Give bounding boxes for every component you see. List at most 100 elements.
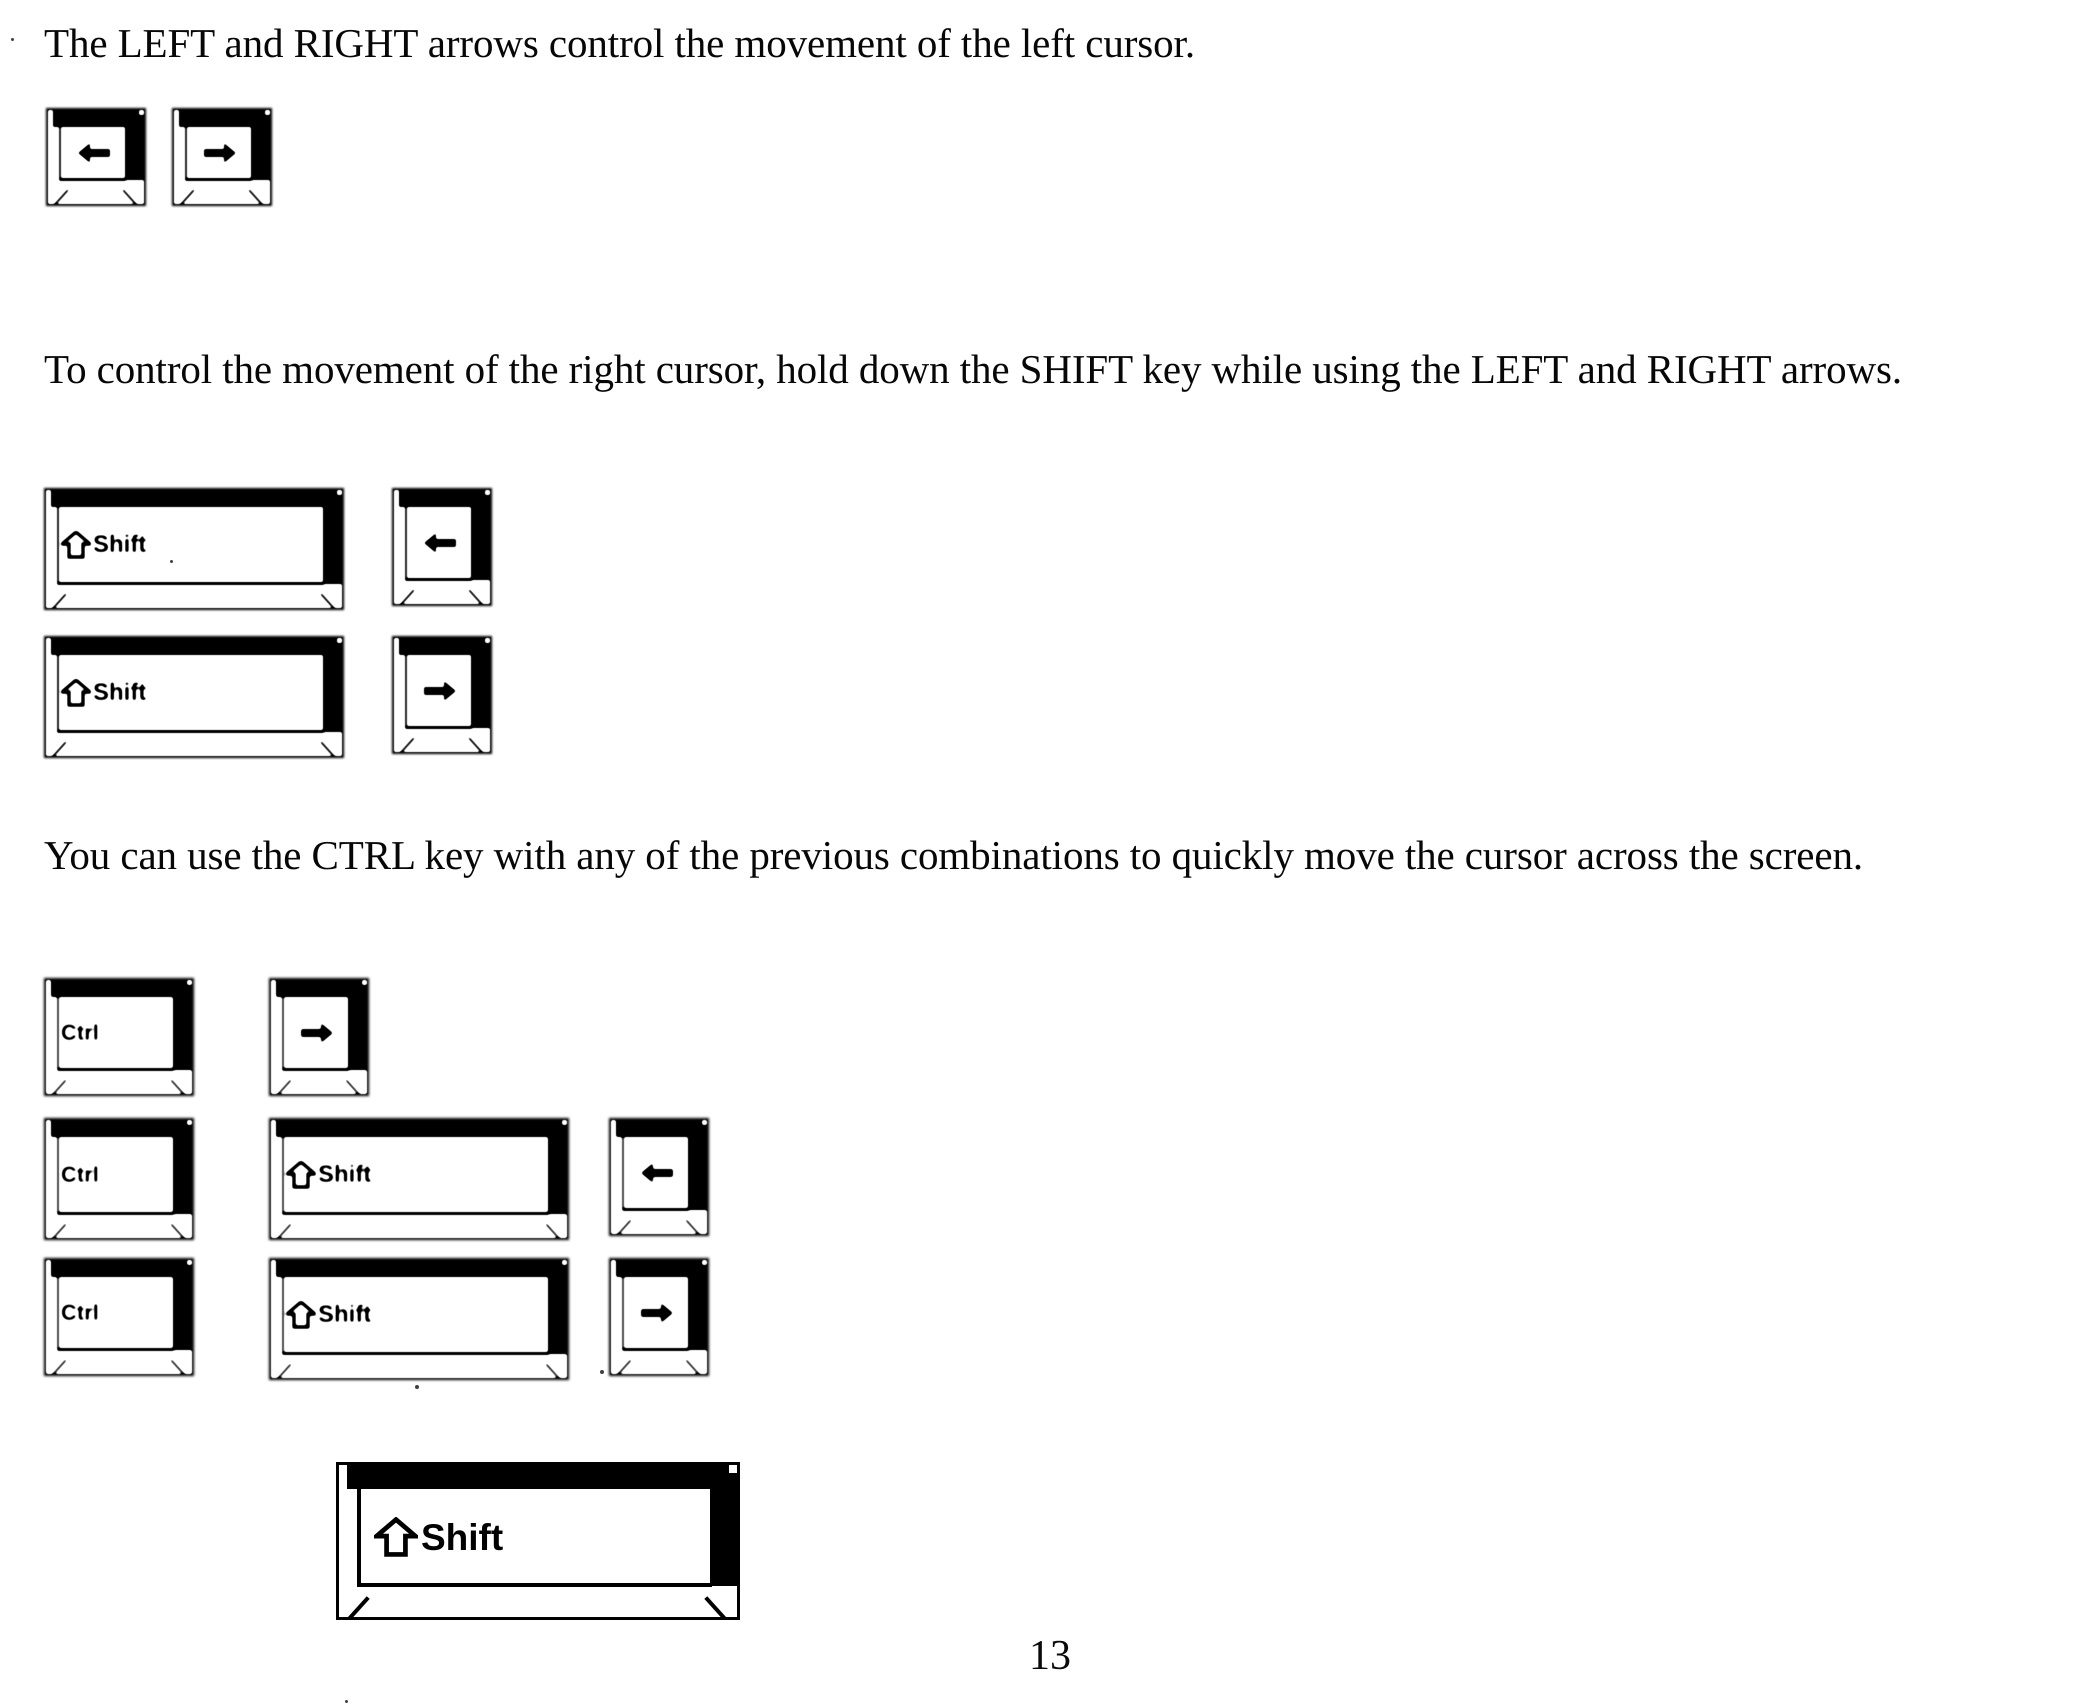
keycap-top-bevel (179, 110, 265, 127)
keycap-right-bevel (348, 985, 367, 1070)
keycap-body (269, 1118, 569, 1240)
keycap-bottom-edge (282, 1352, 549, 1355)
keycap-face: Ctrl (61, 1278, 172, 1348)
arrow-left-icon (423, 533, 456, 553)
keycap-body (44, 978, 194, 1096)
key-diagram-shift-arrows: Shift (44, 488, 564, 778)
keycap-right-bevel (125, 115, 144, 180)
key-shift: Shift (336, 1462, 740, 1620)
key-shift: Shift (44, 488, 344, 610)
keycap-body (44, 636, 344, 758)
keycap-left-edge (57, 1276, 59, 1349)
key-shift: Shift (44, 636, 344, 758)
key-shift-label: Shift (318, 1161, 372, 1188)
keycap-face (626, 1138, 687, 1208)
key-arrow-left (392, 488, 492, 606)
keycap-bottom-edge (57, 1348, 174, 1351)
key-shift-label: Shift (93, 679, 147, 706)
key-arrow-right (609, 1258, 709, 1376)
keycap-right-bevel (251, 115, 270, 180)
keycap-face: Ctrl (61, 998, 172, 1068)
keycap-top-bevel (276, 980, 362, 997)
keycap-top-bevel (276, 1120, 562, 1137)
keycap-top-bevel (51, 1260, 187, 1277)
keycap-bottom-edge (405, 578, 472, 581)
keycap-top-bevel (347, 1465, 729, 1489)
keycap-face (409, 656, 470, 726)
keycap-right-bevel (323, 495, 342, 584)
keycap-face (286, 998, 347, 1068)
key-diagram-ctrl-combos: Ctrl (44, 978, 784, 1398)
keycap-bottom-edge (282, 1068, 349, 1071)
key-diagram-arrows-basic (44, 108, 344, 208)
key-shift-label: Shift (318, 1301, 372, 1328)
page-number: 13 (1029, 1633, 1071, 1679)
paragraph-left-right-arrows: The LEFT and RIGHT arrows control the mo… (44, 20, 1195, 66)
keycap-left-edge (405, 654, 407, 727)
keycap-face: Shift (286, 1278, 547, 1352)
keycap-right-bevel (688, 1265, 707, 1350)
keycap-left-edge (57, 654, 59, 731)
key-arrow-left (46, 108, 146, 206)
keycap-face (189, 128, 250, 178)
paragraph-shift-arrows: To control the movement of the right cur… (44, 346, 1902, 392)
key-ctrl-label: Ctrl (61, 1020, 99, 1045)
keycap-right-bevel (173, 1265, 192, 1350)
scan-speck (600, 1370, 604, 1374)
keycap-top-bevel (276, 1260, 562, 1277)
shift-up-arrow-icon (61, 531, 91, 559)
keycap-left-edge (282, 1276, 284, 1353)
scan-speck (415, 1385, 419, 1389)
keycap-right-bevel (688, 1125, 707, 1210)
keycap-body (269, 1258, 569, 1380)
keycap-left-edge (622, 1276, 624, 1349)
key-ctrl: Ctrl (44, 978, 194, 1096)
keycap-bottom-edge (622, 1348, 689, 1351)
key-ctrl: Ctrl (44, 1258, 194, 1376)
keycap-face (63, 128, 124, 178)
key-arrow-right (269, 978, 369, 1096)
keycap-bottom-edge (57, 730, 324, 733)
key-arrow-left (609, 1118, 709, 1236)
key-ctrl-label: Ctrl (61, 1162, 99, 1187)
keycap-face (409, 508, 470, 578)
key-shift-label: Shift (93, 531, 147, 558)
keycap-bottom-edge (57, 582, 324, 585)
keycap-bottom-edge (57, 1212, 174, 1215)
keycap-top-bevel (51, 980, 187, 997)
shift-up-arrow-icon (286, 1301, 316, 1329)
keycap-right-bevel (173, 1125, 192, 1214)
keycap-right-bevel (173, 985, 192, 1070)
keycap-body (44, 488, 344, 610)
keycap-body (44, 1118, 194, 1240)
keycap-bottom-edge (405, 726, 472, 729)
keycap-top-bevel (399, 490, 485, 507)
keycap-bottom-edge (357, 1583, 712, 1587)
keycap-right-bevel (548, 1125, 567, 1214)
keycap-face: Ctrl (61, 1138, 172, 1212)
keycap-left-edge (282, 1136, 284, 1213)
keycap-bottom-edge (185, 178, 252, 181)
keycap-top-bevel (51, 1120, 187, 1137)
keycap-left-edge (282, 996, 284, 1069)
keycap-left-edge (57, 1136, 59, 1213)
keycap-left-edge (59, 126, 61, 179)
arrow-right-icon (423, 681, 456, 701)
key-shift-label: Shift (421, 1516, 504, 1558)
keycap-left-edge (57, 506, 59, 583)
keycap-face: Shift (61, 656, 322, 730)
keycap-left-edge (357, 1488, 361, 1584)
keycap-left-edge (57, 996, 59, 1069)
key-ctrl: Ctrl (44, 1118, 194, 1240)
keycap-bottom-edge (59, 178, 126, 181)
keycap-right-bevel (323, 643, 342, 732)
keycap-top-bevel (616, 1120, 702, 1137)
keycap-top-bevel (399, 638, 485, 655)
arrow-right-icon (203, 143, 236, 163)
keycap-right-bevel (471, 643, 490, 728)
keycap-left-edge (622, 1136, 624, 1209)
keycap-bottom-edge (622, 1208, 689, 1211)
keycap-right-bevel (548, 1265, 567, 1354)
key-shift: Shift (269, 1258, 569, 1380)
